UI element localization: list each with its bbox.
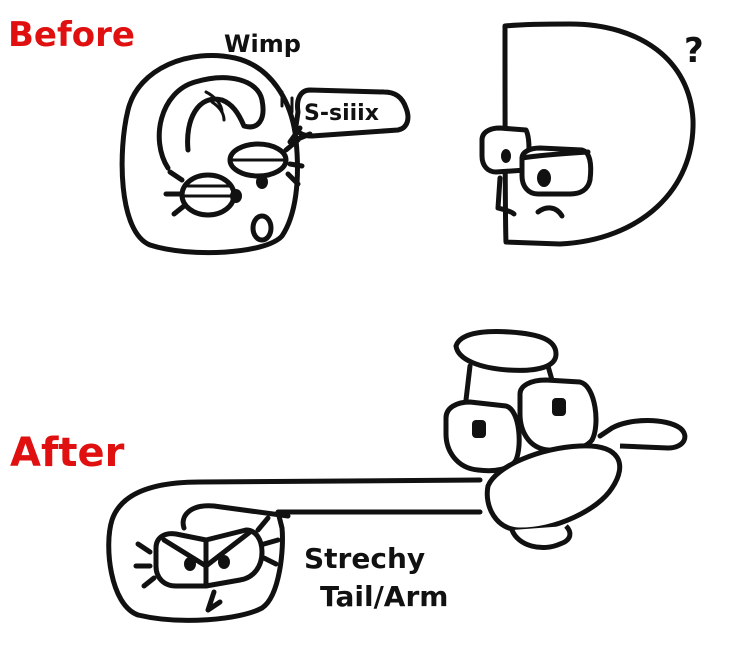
d-body-outline (502, 21, 696, 247)
d-nose (495, 175, 517, 217)
before-heading: Before (8, 15, 135, 55)
character-six-scared: Wimp (119, 30, 305, 256)
six-body-outline (119, 52, 300, 256)
six-body-outline-after (106, 477, 483, 618)
six-inner-curl (156, 75, 266, 171)
shake-lines (280, 90, 294, 114)
six-eyelash-left (163, 169, 187, 217)
after-heading: After (10, 430, 125, 476)
stretchy-caption-line2: Tail/Arm (320, 580, 448, 613)
six-tail-top (180, 503, 291, 531)
speech-bubble-tail (287, 125, 313, 145)
character-six-angry (106, 477, 483, 623)
wimp-caption: Wimp (224, 30, 301, 58)
d-after-tongue (610, 418, 688, 451)
six-mouth (250, 213, 274, 243)
speech-bubble: S-siiix (287, 87, 411, 145)
stretchy-caption-line1: Strechy (304, 542, 425, 575)
character-d-grabbed (443, 329, 688, 550)
speech-text: S-siiix (304, 101, 379, 126)
d-after-chin (509, 524, 573, 550)
question-mark: ? (684, 31, 704, 71)
six-angry-mouth (205, 589, 223, 613)
six-angry-brow (161, 529, 253, 569)
character-d-confused: ? (479, 21, 704, 247)
before-panel: Before Wimp S-siiix (8, 15, 704, 256)
d-frown (535, 205, 565, 219)
d-top-cap (453, 329, 559, 373)
after-panel: After (10, 329, 688, 623)
d-after-snout (484, 443, 623, 533)
